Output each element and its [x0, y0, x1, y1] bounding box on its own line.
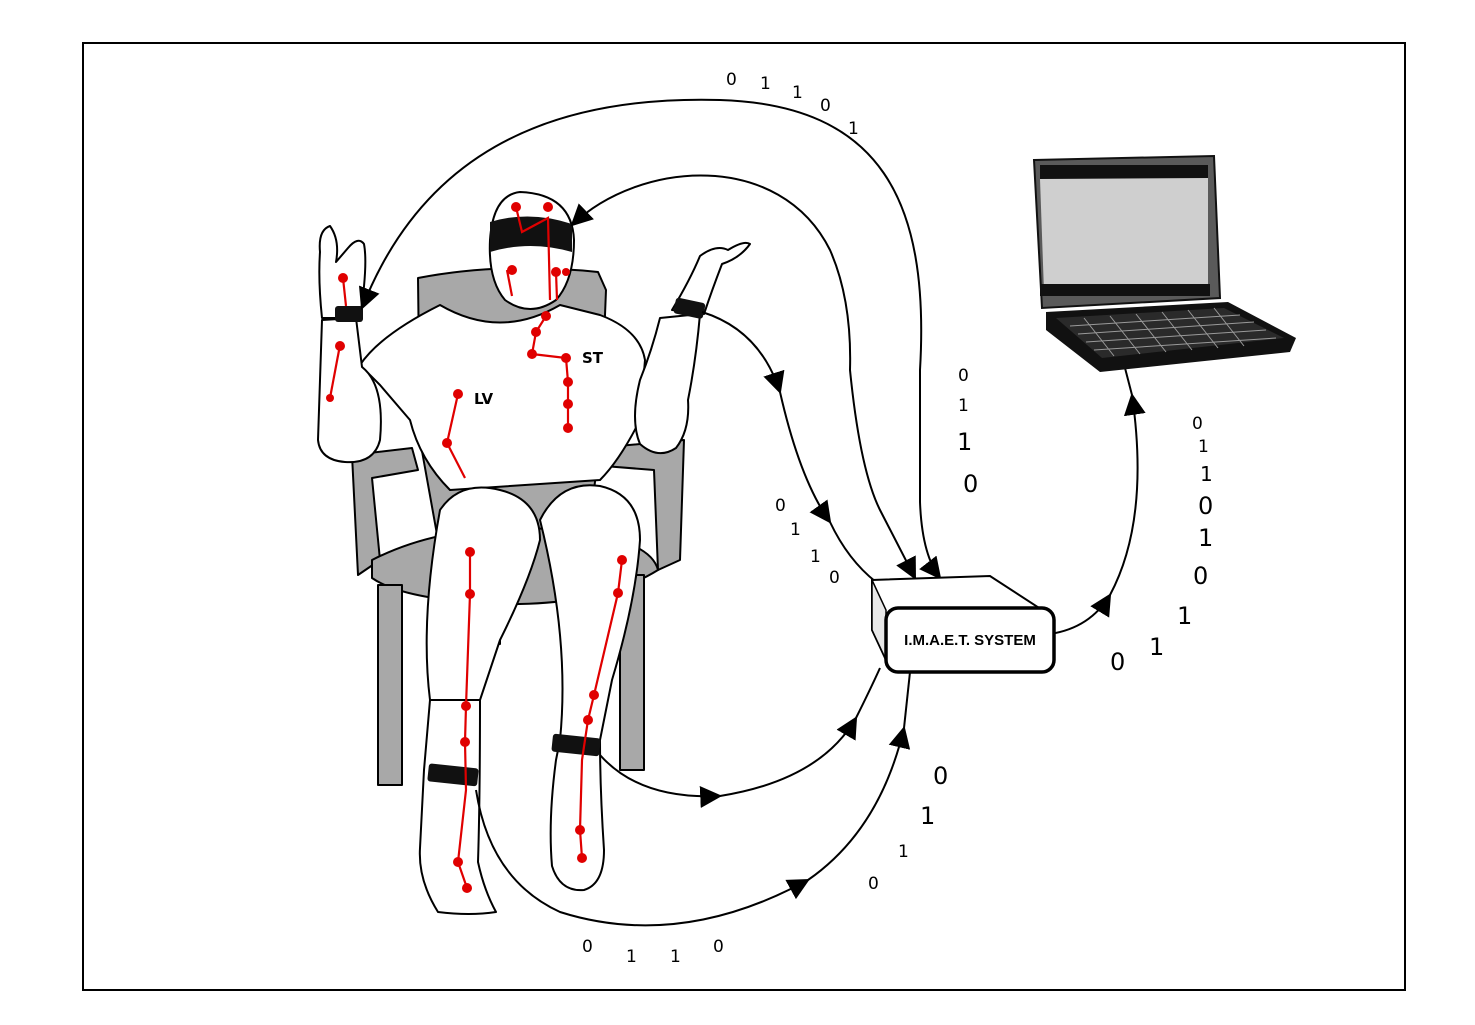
bit-stream-left-of-system: 0 1 1 0 — [775, 496, 840, 588]
bit: 1 — [898, 842, 909, 862]
bit: 1 — [957, 428, 972, 456]
bit: 1 — [810, 547, 821, 567]
bit-stream-bottom: 0 1 1 0 — [582, 937, 724, 967]
diagram-frame — [82, 42, 1406, 991]
bit: 0 — [958, 366, 969, 386]
bit: 0 — [726, 70, 737, 90]
laptop-icon — [1032, 154, 1296, 372]
bit: 1 — [626, 947, 637, 967]
bit: 0 — [1193, 562, 1208, 590]
bit: 1 — [790, 520, 801, 540]
bit: 0 — [933, 762, 948, 790]
bit: 1 — [792, 83, 803, 103]
bit: 1 — [958, 396, 969, 416]
bit: 1 — [1177, 602, 1192, 630]
bit: 1 — [760, 74, 771, 94]
head-band — [490, 216, 572, 252]
bit: 0 — [820, 96, 831, 116]
left-wrist-band — [335, 306, 363, 322]
bit-stream-laptop-link: 0 1 1 0 1 0 1 1 0 — [1110, 414, 1213, 676]
bit: 1 — [1198, 437, 1209, 457]
bit: 0 — [582, 937, 593, 957]
bit: 0 — [1110, 648, 1125, 676]
system-box-icon — [871, 574, 1056, 674]
bit: 1 — [670, 947, 681, 967]
wireless-links — [358, 98, 1146, 927]
system-label: I.M.A.E.T. SYSTEM — [904, 632, 1036, 649]
bit: 0 — [868, 874, 879, 894]
bit-stream-center-right: 0 1 1 0 — [957, 366, 978, 498]
bit: 1 — [1149, 633, 1164, 661]
bit-stream-top-arc: 0 1 1 0 1 — [726, 70, 859, 139]
bit: 0 — [775, 496, 786, 516]
sensor-label-lv: LV — [474, 390, 493, 408]
bit: 0 — [963, 470, 978, 498]
bit: 1 — [920, 802, 935, 830]
bit: 0 — [829, 568, 840, 588]
bit: 1 — [848, 119, 859, 139]
bit-stream-lower-right: 0 1 1 0 — [868, 762, 948, 894]
bit: 0 — [713, 937, 724, 957]
bit: 1 — [1198, 524, 1213, 552]
sensor-label-st: ST — [582, 349, 604, 367]
bit: 0 — [1198, 492, 1213, 520]
bit: 0 — [1192, 414, 1203, 434]
bit: 1 — [1200, 462, 1213, 486]
right-ankle-band — [551, 733, 601, 757]
